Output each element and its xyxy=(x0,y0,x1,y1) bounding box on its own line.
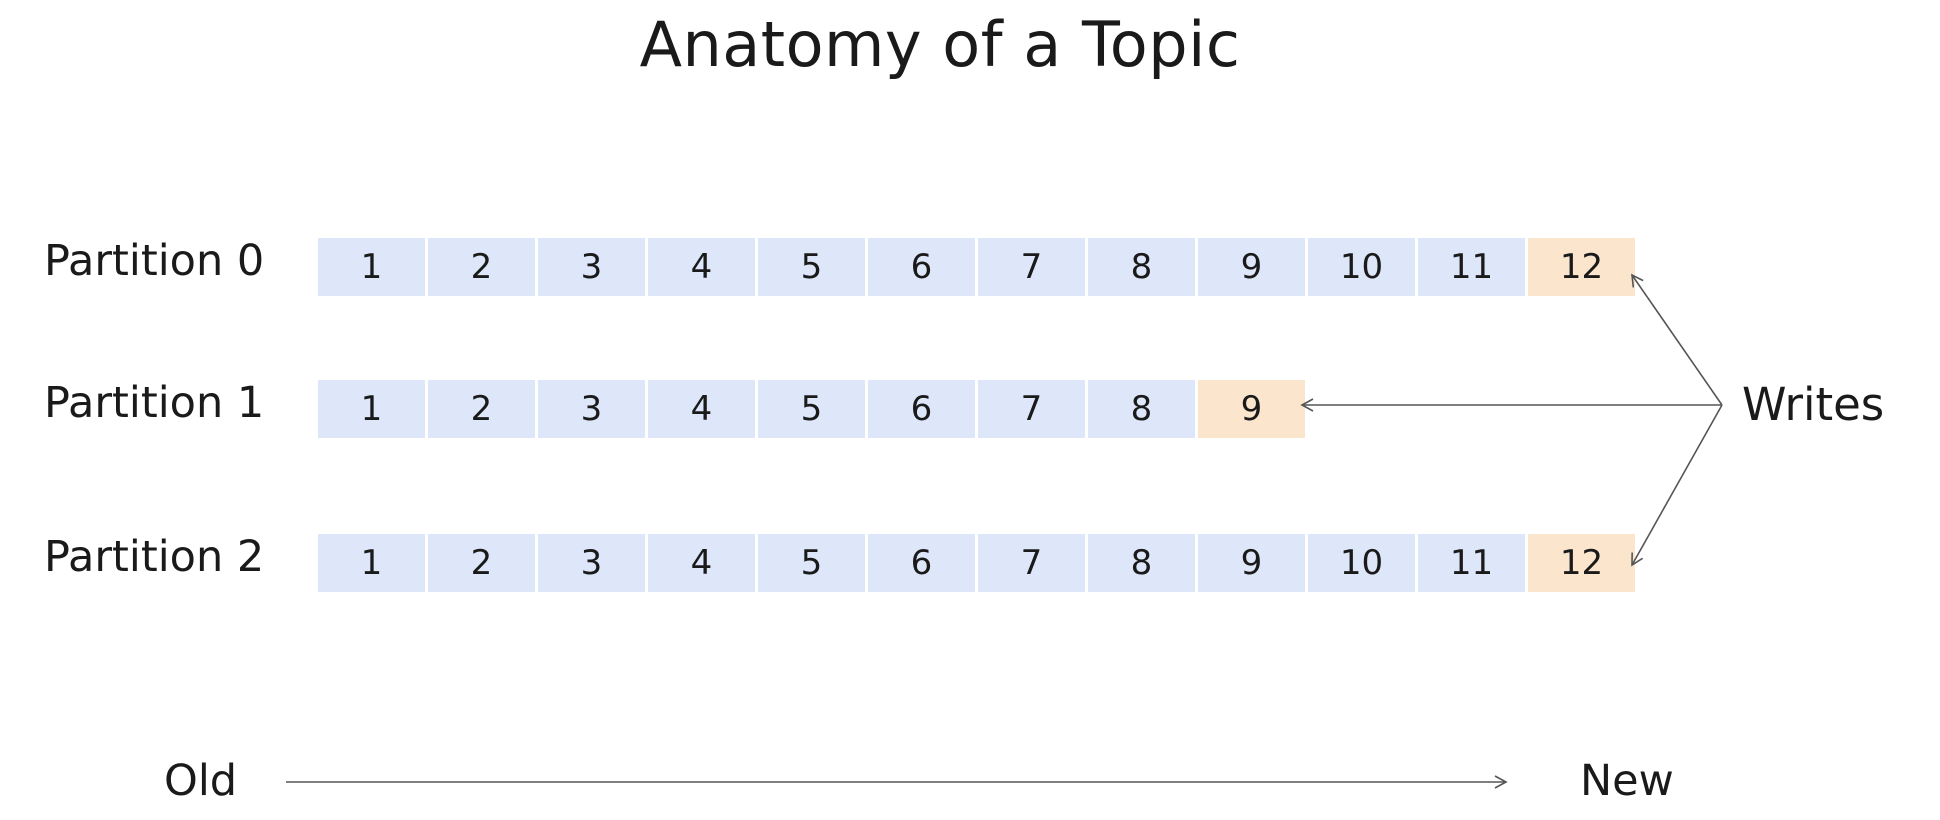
offset-cell: 10 xyxy=(1308,534,1415,592)
offset-cell: 9 xyxy=(1198,534,1305,592)
offset-cell: 4 xyxy=(648,534,755,592)
offset-cell: 5 xyxy=(758,380,865,438)
diagram-title: Anatomy of a Topic xyxy=(639,8,1241,81)
offset-cell: 10 xyxy=(1308,238,1415,296)
offset-cell: 7 xyxy=(978,380,1085,438)
offset-cell: 1 xyxy=(318,238,425,296)
offset-cell: 2 xyxy=(428,380,535,438)
offset-cell: 11 xyxy=(1418,534,1525,592)
writes-label: Writes xyxy=(1742,378,1885,431)
offset-cell: 9 xyxy=(1198,238,1305,296)
offset-cell: 5 xyxy=(758,238,865,296)
write-arrow-partition-0 xyxy=(1631,273,1723,406)
offset-cell: 8 xyxy=(1088,534,1195,592)
offset-cell: 6 xyxy=(868,380,975,438)
axis-new-label: New xyxy=(1580,756,1674,806)
latest-offset-cell: 12 xyxy=(1528,238,1635,296)
offset-cell: 3 xyxy=(538,534,645,592)
offset-cell: 1 xyxy=(318,534,425,592)
offset-cell: 7 xyxy=(978,534,1085,592)
offset-cell: 4 xyxy=(648,238,755,296)
latest-offset-cell: 12 xyxy=(1528,534,1635,592)
offset-cell: 5 xyxy=(758,534,865,592)
offset-cell: 1 xyxy=(318,380,425,438)
offset-cell: 3 xyxy=(538,238,645,296)
offset-cell: 11 xyxy=(1418,238,1525,296)
offset-cell: 8 xyxy=(1088,380,1195,438)
axis-old-label: Old xyxy=(164,756,238,806)
partition-2-label: Partition 2 xyxy=(44,532,265,582)
offset-cell: 8 xyxy=(1088,238,1195,296)
latest-offset-cell: 9 xyxy=(1198,380,1305,438)
offset-cell: 2 xyxy=(428,534,535,592)
partition-0-label: Partition 0 xyxy=(44,236,265,286)
offset-cell: 2 xyxy=(428,238,535,296)
offset-cell: 6 xyxy=(868,534,975,592)
offset-cell: 4 xyxy=(648,380,755,438)
offset-cell: 3 xyxy=(538,380,645,438)
offset-cell: 6 xyxy=(868,238,975,296)
offset-cell: 7 xyxy=(978,238,1085,296)
write-arrow-partition-2 xyxy=(1631,404,1723,567)
partition-1-label: Partition 1 xyxy=(44,378,265,428)
